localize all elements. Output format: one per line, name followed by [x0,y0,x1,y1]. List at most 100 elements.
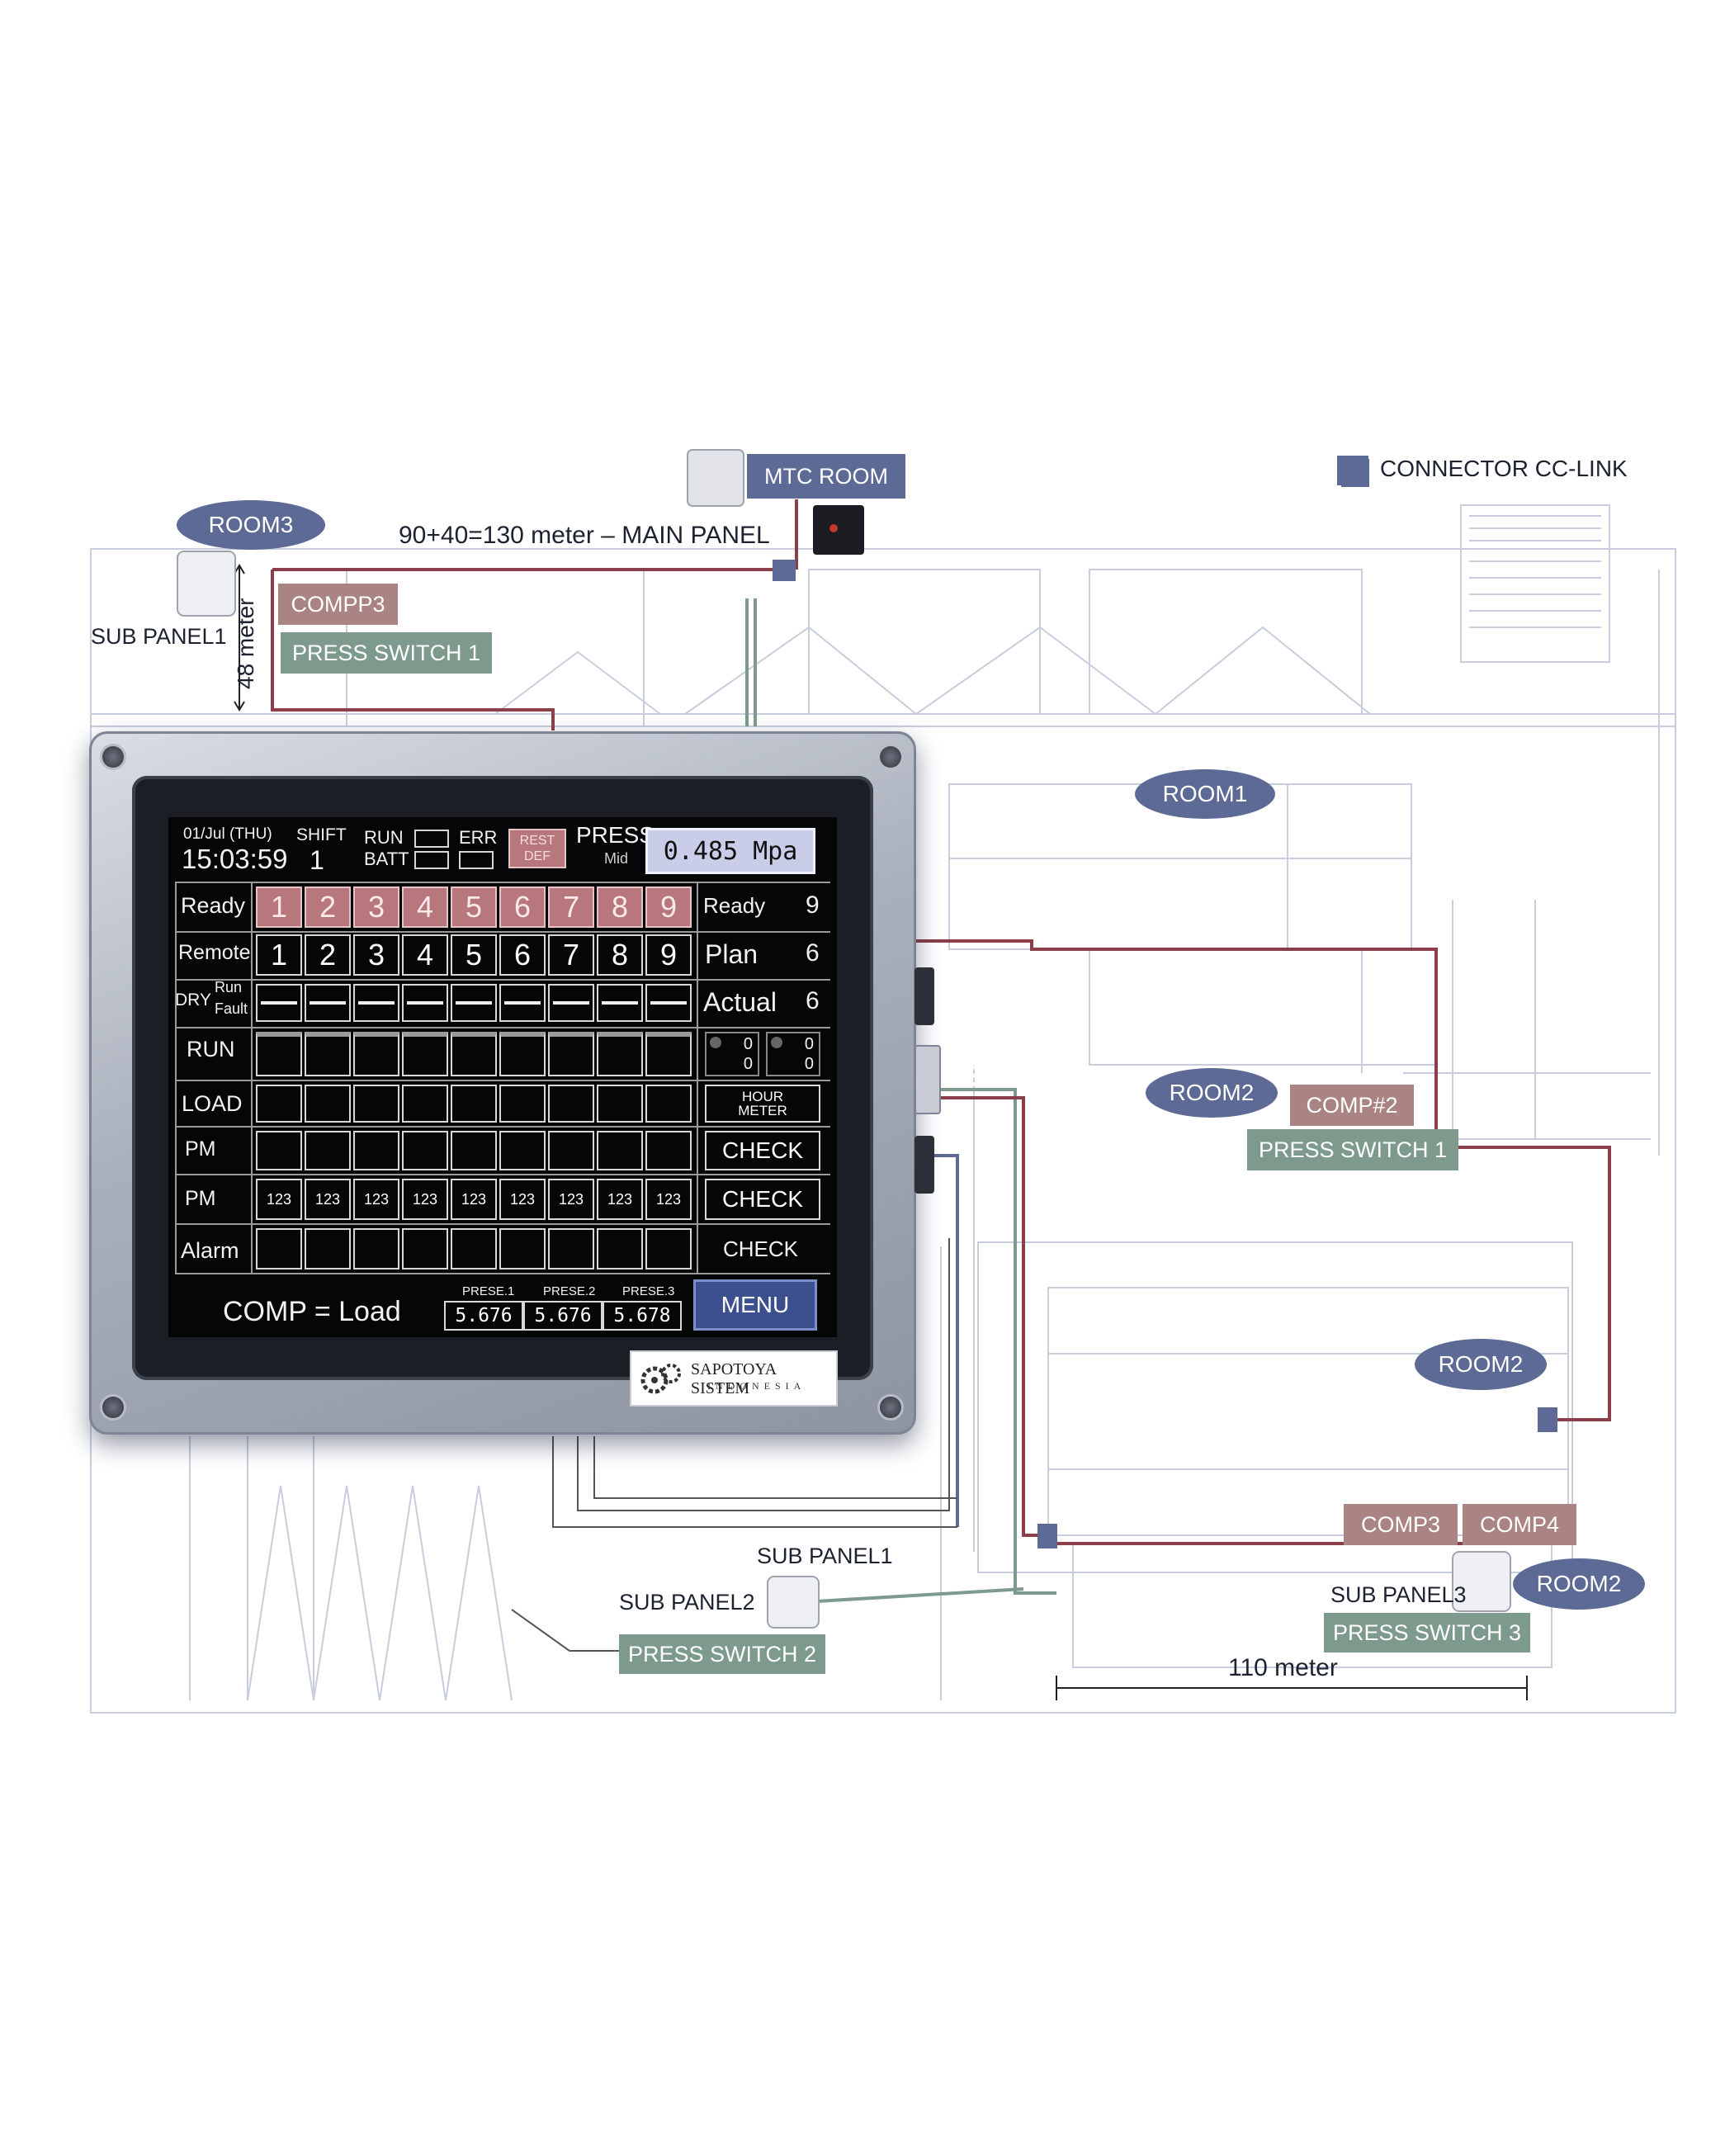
check-button-2[interactable]: CHECK [705,1179,820,1220]
ready-cell-9[interactable]: 9 [645,887,692,928]
pm-cell [548,1131,594,1170]
alarm-cell [402,1228,448,1269]
ready-cell-5[interactable]: 5 [451,887,497,928]
load-cell [548,1085,594,1123]
pm-counter-4: 123 [402,1179,448,1220]
vertical-distance-label: 48 meter [233,598,258,690]
remote-cell-3[interactable]: 3 [353,934,399,976]
hour-meter-line2: METER [738,1103,787,1118]
def-label: DEF [524,849,551,863]
batt-indicator-lamp [414,851,449,869]
side-port-connector [914,1045,941,1114]
room2-corner-tag: ROOM2 [1513,1558,1645,1610]
row-label-ready: Ready [181,893,246,918]
remote-cell-1[interactable]: 1 [256,934,302,976]
rest-def-button[interactable]: REST DEF [508,829,566,868]
sub-panel2-label: SUB PANEL2 [619,1590,755,1615]
hour-meter-button[interactable]: HOUR METER [705,1085,820,1123]
actual-value: 6 [806,987,820,1014]
gauge-value: 0 [804,1035,814,1053]
remote-cell-7[interactable]: 7 [548,934,594,976]
ready-cell-4[interactable]: 4 [402,887,448,928]
load-cell [402,1085,448,1123]
pm-counter-7: 123 [548,1179,594,1220]
actual-label: Actual [703,987,777,1017]
pm-cell [353,1131,399,1170]
gauge-icon [710,1037,721,1048]
remote-cell-8[interactable]: 8 [597,934,643,976]
mtc-room-tag: MTC ROOM [747,454,905,499]
pm-counter-3: 123 [353,1179,399,1220]
gauge-box-left: 0 0 [705,1032,759,1076]
alarm-cell [451,1228,497,1269]
load-cell [305,1085,351,1123]
alarm-cell [548,1228,594,1269]
prese-1-value: 5.676 [444,1301,523,1331]
run-cell [451,1032,497,1076]
company-logo: SAPOTOYA SISTEM INDONESIA [630,1350,838,1407]
pm-counter-9: 123 [645,1179,692,1220]
alarm-cell [499,1228,546,1269]
load-cell [256,1085,302,1123]
gear-logo-icon [640,1364,681,1394]
ready-cell-3[interactable]: 3 [353,887,399,928]
check-button-1[interactable]: CHECK [705,1131,820,1170]
prese-2-value: 5.676 [523,1301,603,1331]
check-button-3[interactable]: CHECK [723,1236,799,1261]
row-label-pm-1: PM [185,1137,216,1161]
grid-divider [697,882,698,1274]
remote-cell-2[interactable]: 2 [305,934,351,976]
grid-divider [175,1223,830,1225]
hmi-bezel: 01/Jul (THU) 15:03:59 SHIFT 1 RUN BATT E… [132,776,873,1380]
dry-cell [305,984,351,1022]
run-cell [548,1032,594,1076]
grid-divider [251,882,253,1274]
plan-value: 6 [806,939,820,967]
load-cell [645,1085,692,1123]
press-switch-3-tag: PRESS SWITCH 3 [1324,1613,1530,1652]
remote-cell-9[interactable]: 9 [645,934,692,976]
comp3-tag: COMP3 [1344,1504,1458,1545]
pm-cell [645,1131,692,1170]
gauge-value: 0 [804,1055,814,1073]
run-cell [353,1032,399,1076]
ready-cell-6[interactable]: 6 [499,887,546,928]
dry-cell [645,984,692,1022]
run-cell [597,1032,643,1076]
remote-cell-6[interactable]: 6 [499,934,546,976]
ready-cell-1[interactable]: 1 [256,887,302,928]
err-indicator-lamp [459,851,494,869]
press-sub-label: Mid [604,850,629,867]
grid-divider [175,1027,830,1028]
dry-cell [451,984,497,1022]
dry-cell [548,984,594,1022]
sub-panel1-label: SUB PANEL1 [91,624,227,649]
connector-legend-swatch [1337,456,1368,485]
screw-icon [102,1397,124,1418]
remote-cell-5[interactable]: 5 [451,934,497,976]
grid-divider [175,882,830,883]
pm-counter-6: 123 [499,1179,546,1220]
ready-cell-7[interactable]: 7 [548,887,594,928]
pm-cell [499,1131,546,1170]
batt-indicator-label: BATT [364,849,409,869]
gauge-value: 0 [743,1035,753,1053]
grid-divider [175,1080,830,1081]
ready-cell-2[interactable]: 2 [305,887,351,928]
menu-button[interactable]: MENU [693,1279,817,1331]
compp3-tag: COMPP3 [278,584,398,625]
remote-cell-4[interactable]: 4 [402,934,448,976]
logo-line2: INDONESIA [707,1380,806,1392]
grid-divider [175,979,830,981]
ready-cell-8[interactable]: 8 [597,887,643,928]
gauge-icon [771,1037,782,1048]
run-cell [645,1032,692,1076]
prese-1-label: PRESE.1 [462,1284,515,1298]
connector-legend-label: CONNECTOR CC-LINK [1380,456,1628,481]
shift-value: 1 [310,845,324,875]
prese-3-value: 5.678 [603,1301,682,1331]
pm-cell [597,1131,643,1170]
row-label-dry-fault: Fault [215,1000,248,1017]
press-switch-1-mid-tag: PRESS SWITCH 1 [1247,1129,1458,1170]
